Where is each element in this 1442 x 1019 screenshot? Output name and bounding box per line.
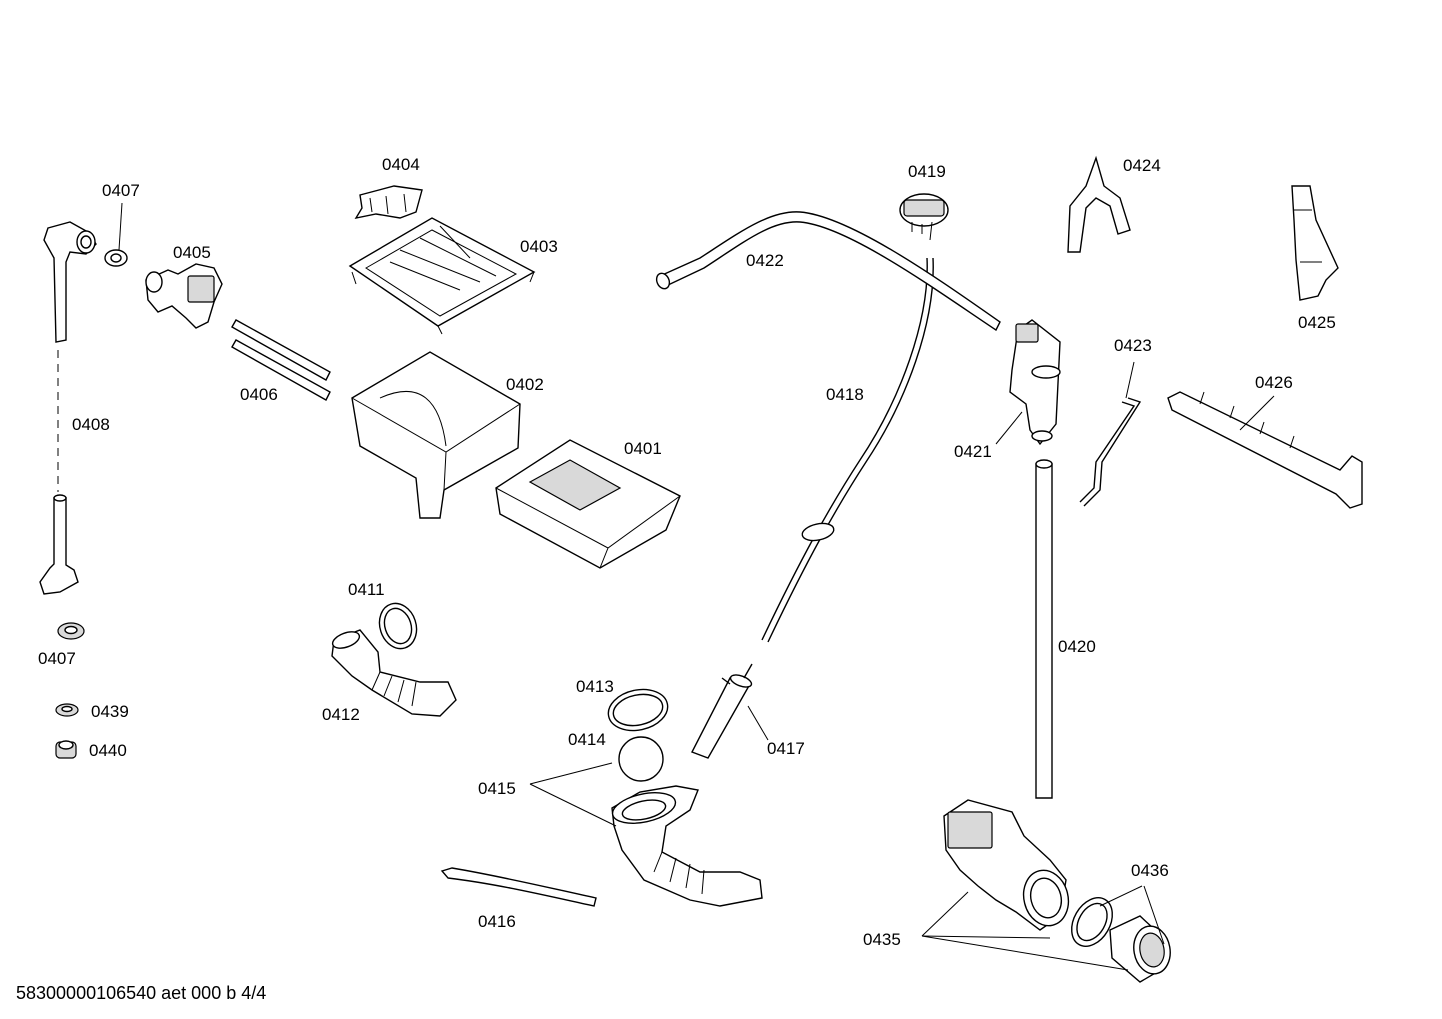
label-0417: 0417 <box>767 739 805 758</box>
label-0406: 0406 <box>240 385 278 404</box>
label-0412: 0412 <box>322 705 360 724</box>
label-0419: 0419 <box>908 162 946 181</box>
label-0405: 0405 <box>173 243 211 262</box>
part-0426-support <box>1167 391 1363 509</box>
label-0439: 0439 <box>91 702 129 721</box>
label-0411: 0411 <box>348 580 385 599</box>
part-0413-ring <box>607 688 669 732</box>
label-0420: 0420 <box>1058 637 1096 656</box>
part-0401-detergent-drawer <box>495 439 681 569</box>
part-0405-inlet-valve <box>145 263 223 329</box>
drawing-reference: 58300000106540 aet 000 b 4/4 <box>16 983 267 1003</box>
label-0407-top: 0407 <box>102 181 140 200</box>
part-0423-rod <box>1079 397 1142 507</box>
part-0406-hoses <box>231 319 331 401</box>
label-0418: 0418 <box>826 385 864 404</box>
label-0413: 0413 <box>576 677 614 696</box>
label-0404: 0404 <box>382 155 420 174</box>
part-0422-hose <box>655 211 1001 332</box>
part-0417-pressure-chamber <box>691 663 753 759</box>
part-0411-ring-seal <box>378 602 418 650</box>
label-0414: 0414 <box>568 730 606 749</box>
label-0436: 0436 <box>1131 861 1169 880</box>
label-0407-bottom: 0407 <box>38 649 76 668</box>
part-0424-hanger <box>1067 155 1131 253</box>
label-0435: 0435 <box>863 930 901 949</box>
part-0415-sump-hose <box>611 785 763 907</box>
part-0420-pipe <box>1035 459 1053 799</box>
part-0412-bellows-hose <box>331 629 457 717</box>
label-0408: 0408 <box>72 415 110 434</box>
label-0421: 0421 <box>954 442 992 461</box>
part-0408-inlet-hose <box>39 221 97 595</box>
part-0425-bracket <box>1291 185 1339 301</box>
part-0436-filter <box>1071 897 1171 983</box>
part-0418-pressure-hose <box>761 257 934 643</box>
label-0422: 0422 <box>746 251 784 270</box>
label-0415: 0415 <box>478 779 516 798</box>
part-0416-hose <box>440 867 597 907</box>
label-0403: 0403 <box>520 237 558 256</box>
label-0440: 0440 <box>89 741 127 760</box>
label-0425: 0425 <box>1298 313 1336 332</box>
part-0407-washer-bottom <box>57 622 85 640</box>
label-0426: 0426 <box>1255 373 1293 392</box>
label-0401: 0401 <box>624 439 662 458</box>
part-0439-seal <box>55 703 79 717</box>
part-0403-detergent-cover <box>348 217 536 335</box>
part-0440-bush <box>55 740 77 759</box>
label-0424: 0424 <box>1123 156 1161 175</box>
part-0419-pressure-switch <box>899 193 949 241</box>
part-0407-washer-top <box>104 202 128 267</box>
part-0435-drain-pump <box>943 799 1070 931</box>
leader-lines <box>529 361 1275 971</box>
label-0416: 0416 <box>478 912 516 931</box>
label-0402: 0402 <box>506 375 544 394</box>
part-0414-ball <box>618 736 664 782</box>
label-0423: 0423 <box>1114 336 1152 355</box>
part-0421-air-trap <box>1009 319 1061 446</box>
part-0402-drawer-housing <box>351 351 521 519</box>
part-0404-bracket <box>354 185 423 219</box>
